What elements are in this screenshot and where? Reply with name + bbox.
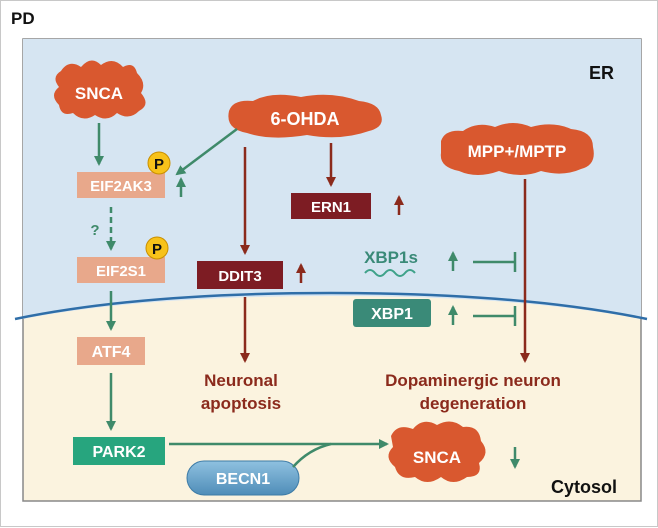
phospho-circle-2 <box>145 236 169 260</box>
ern1-box <box>291 193 371 219</box>
atf4-box <box>77 337 145 365</box>
phospho-label-1: P <box>154 156 164 173</box>
eif2ak3-box <box>77 172 165 198</box>
ddit3-box <box>197 261 283 289</box>
eif2ak3-label: EIF2AK3 <box>90 178 152 195</box>
eif2s1-box <box>77 257 165 283</box>
er-label: ER <box>589 63 614 83</box>
atf4-label: ATF4 <box>92 344 131 361</box>
snca-top-blob <box>54 60 146 119</box>
ern1-label: ERN1 <box>311 199 351 216</box>
xbp1s-label: XBP1s <box>364 248 418 267</box>
apoptosis-line1: Neuronal <box>204 371 278 390</box>
ohda-label: 6-OHDA <box>270 109 339 129</box>
ohda-blob <box>228 94 382 138</box>
becn1-pill <box>186 460 300 496</box>
mpp-blob <box>440 123 594 175</box>
xbp1s-mrna-wave <box>364 269 416 277</box>
xbp1-label: XBP1 <box>371 306 413 323</box>
cytosol-label: Cytosol <box>551 477 617 497</box>
becn1-label: BECN1 <box>216 471 270 488</box>
unknown-link-marker: ? <box>90 222 99 239</box>
apoptosis-line2: apoptosis <box>201 394 281 413</box>
er-membrane <box>14 291 648 321</box>
arrow-ohda-eif2ak3 <box>175 128 238 176</box>
phospho-label-2: P <box>152 241 162 258</box>
park2-box <box>73 437 165 465</box>
panel-label: PD <box>11 9 35 28</box>
snca-bottom-blob <box>388 421 486 482</box>
xbp1-box <box>353 299 431 327</box>
snca-top-label: SNCA <box>75 84 123 103</box>
eif2s1-label: EIF2S1 <box>96 263 146 280</box>
ddit3-label: DDIT3 <box>218 268 261 285</box>
phospho-circle-1 <box>147 151 171 175</box>
degeneration-line1: Dopaminergic neuron <box>385 371 561 390</box>
degeneration-line2: degeneration <box>420 394 527 413</box>
becn1-link <box>292 442 332 468</box>
mpp-label: MPP+/MPTP <box>468 142 567 161</box>
park2-label: PARK2 <box>92 444 145 461</box>
snca-bottom-label: SNCA <box>413 448 461 467</box>
